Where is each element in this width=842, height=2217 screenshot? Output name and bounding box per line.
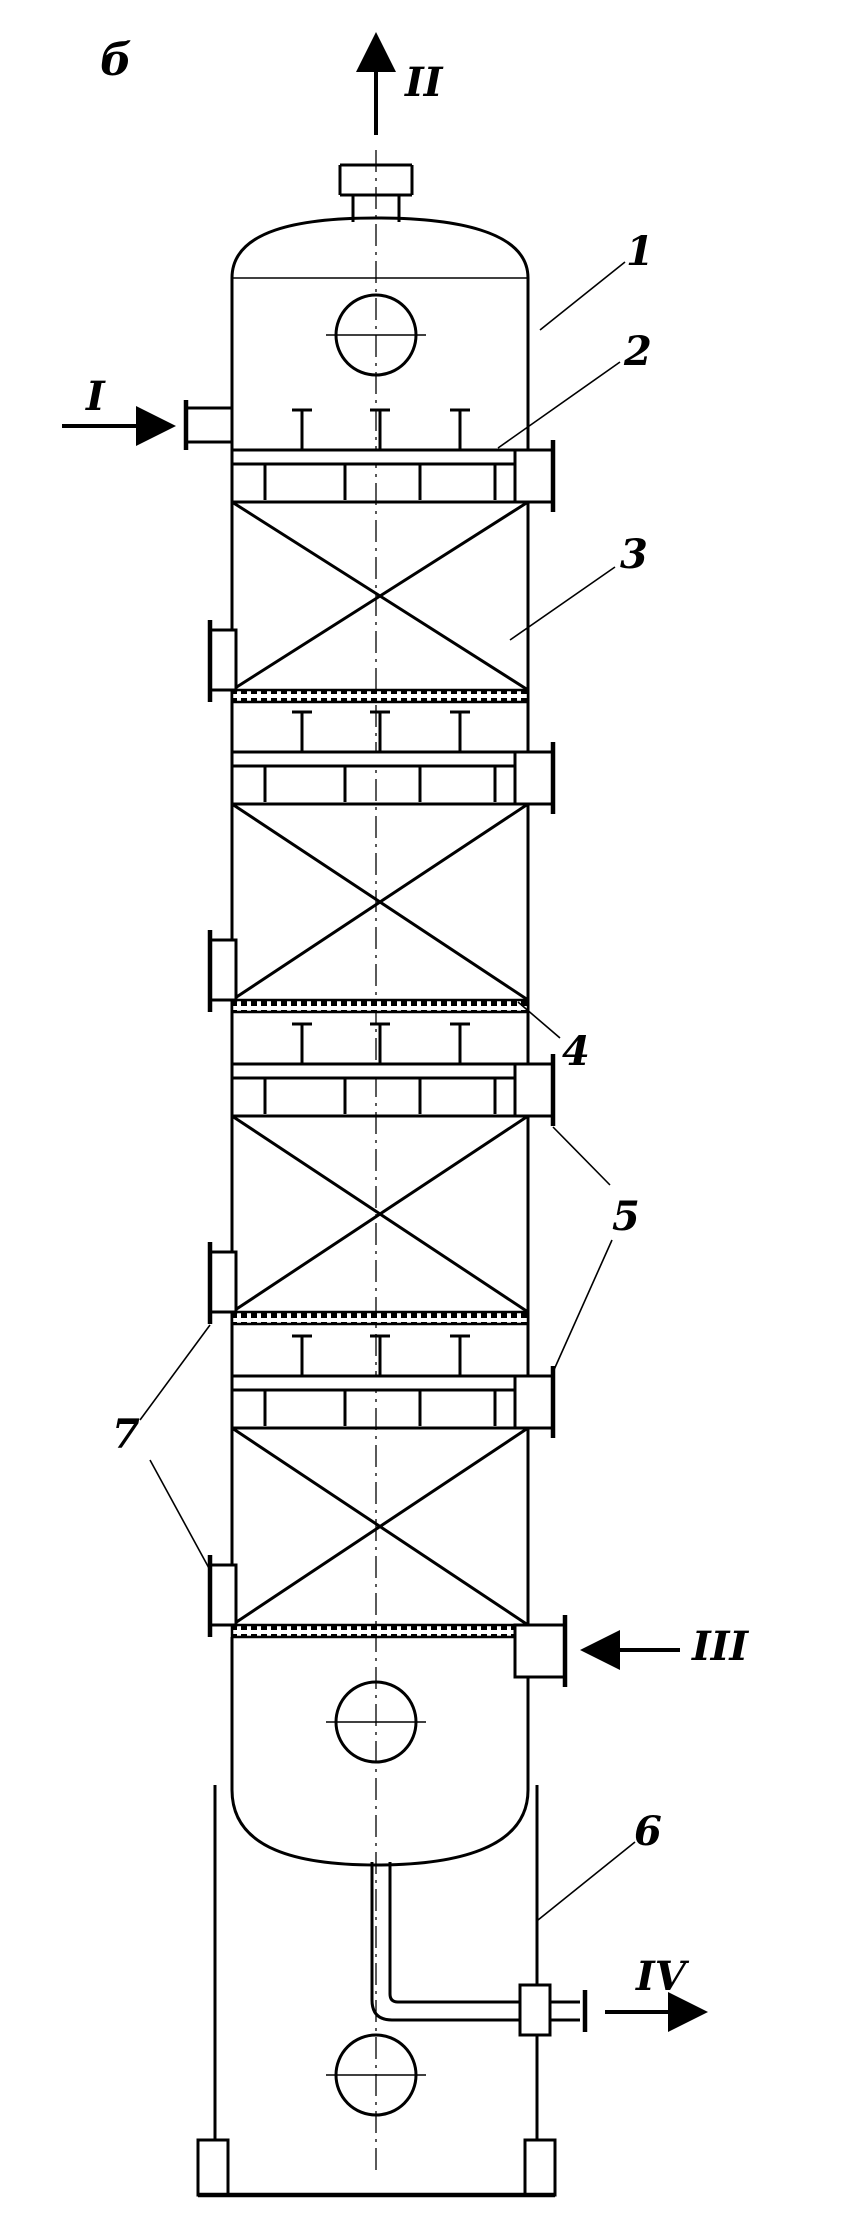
- bottom-head: [230, 1789, 530, 1867]
- distributor-4: [230, 1334, 556, 1438]
- gas-inlet-nozzle: [513, 1615, 568, 1687]
- top-nozzle: [338, 163, 414, 222]
- label-part-6: 6: [634, 1808, 662, 1855]
- label-part-1: 1: [626, 228, 654, 275]
- distributor-2: [230, 710, 556, 814]
- label-stream-II: II: [404, 59, 444, 106]
- packing-bed-2: [230, 802, 530, 1014]
- packing-bed-3: [230, 1114, 530, 1326]
- manhole-top: [326, 293, 426, 377]
- label-part-3: 3: [620, 531, 648, 578]
- top-head: [230, 216, 530, 279]
- packing-bed-4: [230, 1426, 530, 1639]
- label-part-2: 2: [623, 328, 652, 375]
- leader-7b: [149, 1459, 211, 1571]
- leader-6: [537, 1841, 636, 1921]
- label-part-4: 4: [562, 1028, 590, 1075]
- leader-7a: [139, 1324, 211, 1421]
- label-part-5: 5: [612, 1193, 640, 1240]
- leader-4: [517, 1001, 561, 1039]
- drain-nozzle-4: [207, 1555, 238, 1637]
- manhole-bottom: [326, 1680, 426, 1764]
- packing-bed-1: [230, 500, 530, 704]
- leader-5a: [552, 1126, 611, 1186]
- drain-nozzle-2: [207, 930, 238, 1012]
- leader-2: [497, 361, 621, 449]
- leader-1: [539, 261, 626, 331]
- distributor-1: [230, 408, 556, 512]
- distributor-3: [230, 1022, 556, 1126]
- drain-nozzle-1: [207, 620, 238, 702]
- label-part-7: 7: [112, 1411, 140, 1458]
- label-stream-I: I: [85, 373, 106, 420]
- figure-letter: б: [100, 35, 132, 86]
- feed-inlet-nozzle: [183, 400, 234, 450]
- outlet-pipe: [370, 1862, 588, 2037]
- leader-5b: [552, 1239, 613, 1373]
- label-stream-III: III: [691, 1623, 749, 1670]
- manhole-skirt: [326, 2033, 426, 2117]
- label-stream-IV: IV: [635, 1953, 690, 2000]
- base-ring: [196, 2138, 557, 2198]
- leader-3: [509, 566, 616, 641]
- drain-nozzle-3: [207, 1242, 238, 1324]
